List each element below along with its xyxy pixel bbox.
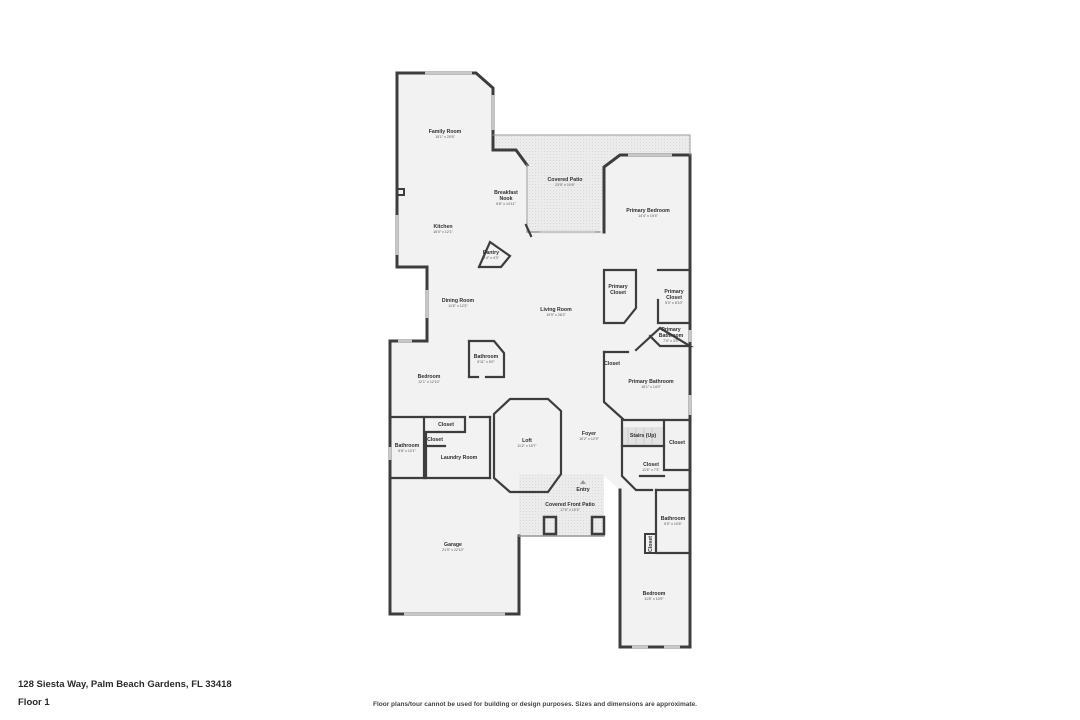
label-primary-bathroom-small-a: Primary — [661, 327, 680, 333]
dim-breakfast-nook: 6'8" x 14'11" — [496, 202, 516, 206]
floor-label: Floor 1 — [18, 697, 50, 708]
label-bedroom-2: Bedroom — [643, 591, 666, 597]
label-closet-d: Closet — [643, 462, 659, 468]
label-primary-closet-1a: Primary — [608, 284, 627, 290]
label-bedroom-1: Bedroom — [418, 374, 441, 380]
disclaimer-text: Floor plans/tour cannot be used for buil… — [373, 701, 697, 708]
label-breakfast-nook-2: Nook — [500, 196, 513, 202]
dim-bathroom-3: 5'5" x 10'6" — [664, 522, 682, 526]
dim-covered-patio: 23'5" x 10'6" — [555, 183, 575, 187]
dim-closet-d: 11'6" x 7'3" — [642, 468, 660, 472]
label-stairs: Stairs (Up) — [630, 433, 657, 439]
dim-bathroom-2: 5'8" x 10'1" — [398, 449, 416, 453]
label-closet-c: Closet — [669, 440, 685, 446]
label-bathroom-3: Bathroom — [661, 516, 686, 522]
label-primary-closet-2a: Primary — [664, 289, 683, 295]
label-closet-b: Closet — [427, 437, 443, 443]
label-foyer: Foyer — [582, 431, 596, 437]
label-closet-pb: Closet — [604, 361, 620, 367]
dim-primary-bedroom: 14'4" x 19'4" — [638, 214, 658, 218]
label-closet-a: Closet — [438, 422, 454, 428]
label-garage: Garage — [444, 542, 462, 548]
label-closet-e: Closet — [648, 536, 654, 552]
dim-bedroom-2: 11'8" x 10'9" — [644, 597, 664, 601]
label-pantry: Pantry — [483, 250, 499, 256]
label-breakfast-nook-1: Breakfast — [494, 190, 518, 196]
label-primary-bathroom: Primary Bathroom — [628, 379, 674, 385]
dim-family-room: 15'1" x 20'6" — [435, 135, 455, 139]
dim-covered-front-patio: 17'0" x 10'4" — [560, 508, 580, 512]
dim-bathroom-1: 5'11" x 5'0" — [477, 360, 495, 364]
label-dining-room: Dining Room — [442, 298, 475, 304]
label-primary-closet-1b: Closet — [610, 290, 626, 296]
dim-garage: 21'9" x 22'10" — [442, 548, 464, 552]
label-bathroom-1: Bathroom — [474, 354, 499, 360]
label-laundry-room: Laundry Room — [441, 455, 478, 461]
label-living-room: Living Room — [540, 307, 572, 313]
dim-dining-room: 11'6" x 12'3" — [448, 304, 468, 308]
label-loft: Loft — [522, 438, 532, 444]
dim-kitchen: 16'0" x 12'1" — [433, 230, 453, 234]
label-primary-bedroom: Primary Bedroom — [626, 208, 670, 214]
dim-loft: 11'2" x 15'7" — [517, 444, 537, 448]
dim-pantry: 4'4" x 4'3" — [483, 256, 499, 260]
property-address: 128 Siesta Way, Palm Beach Gardens, FL 3… — [18, 679, 232, 690]
dim-primary-closet-2: 5'0" x 8'10" — [665, 301, 683, 305]
interior-walls — [388, 188, 694, 555]
label-primary-closet-2b: Closet — [666, 295, 682, 301]
label-covered-front-patio: Covered Front Patio — [545, 502, 595, 508]
label-bathroom-2: Bathroom — [395, 443, 420, 449]
floor-fill — [390, 73, 690, 647]
entry-arrow-icon — [580, 480, 586, 484]
label-primary-bathroom-small-b: Bathroom — [659, 333, 684, 339]
room-labels: Family Room 15'1" x 20'6" Covered Patio … — [395, 129, 686, 601]
label-kitchen: Kitchen — [433, 224, 452, 230]
dim-bedroom-1: 12'1" x 12'10" — [418, 380, 440, 384]
dim-living-room: 19'9" x 28'2" — [546, 313, 566, 317]
label-covered-patio: Covered Patio — [548, 177, 583, 183]
dim-primary-bathroom-small: 7'0" x 3'5" — [663, 339, 679, 343]
label-family-room: Family Room — [429, 129, 462, 135]
label-entry: Entry — [576, 487, 589, 493]
windows — [388, 71, 692, 649]
dim-primary-bathroom: 16'1" x 14'0" — [641, 385, 661, 389]
dim-foyer: 10'2" x 12'9" — [579, 437, 599, 441]
